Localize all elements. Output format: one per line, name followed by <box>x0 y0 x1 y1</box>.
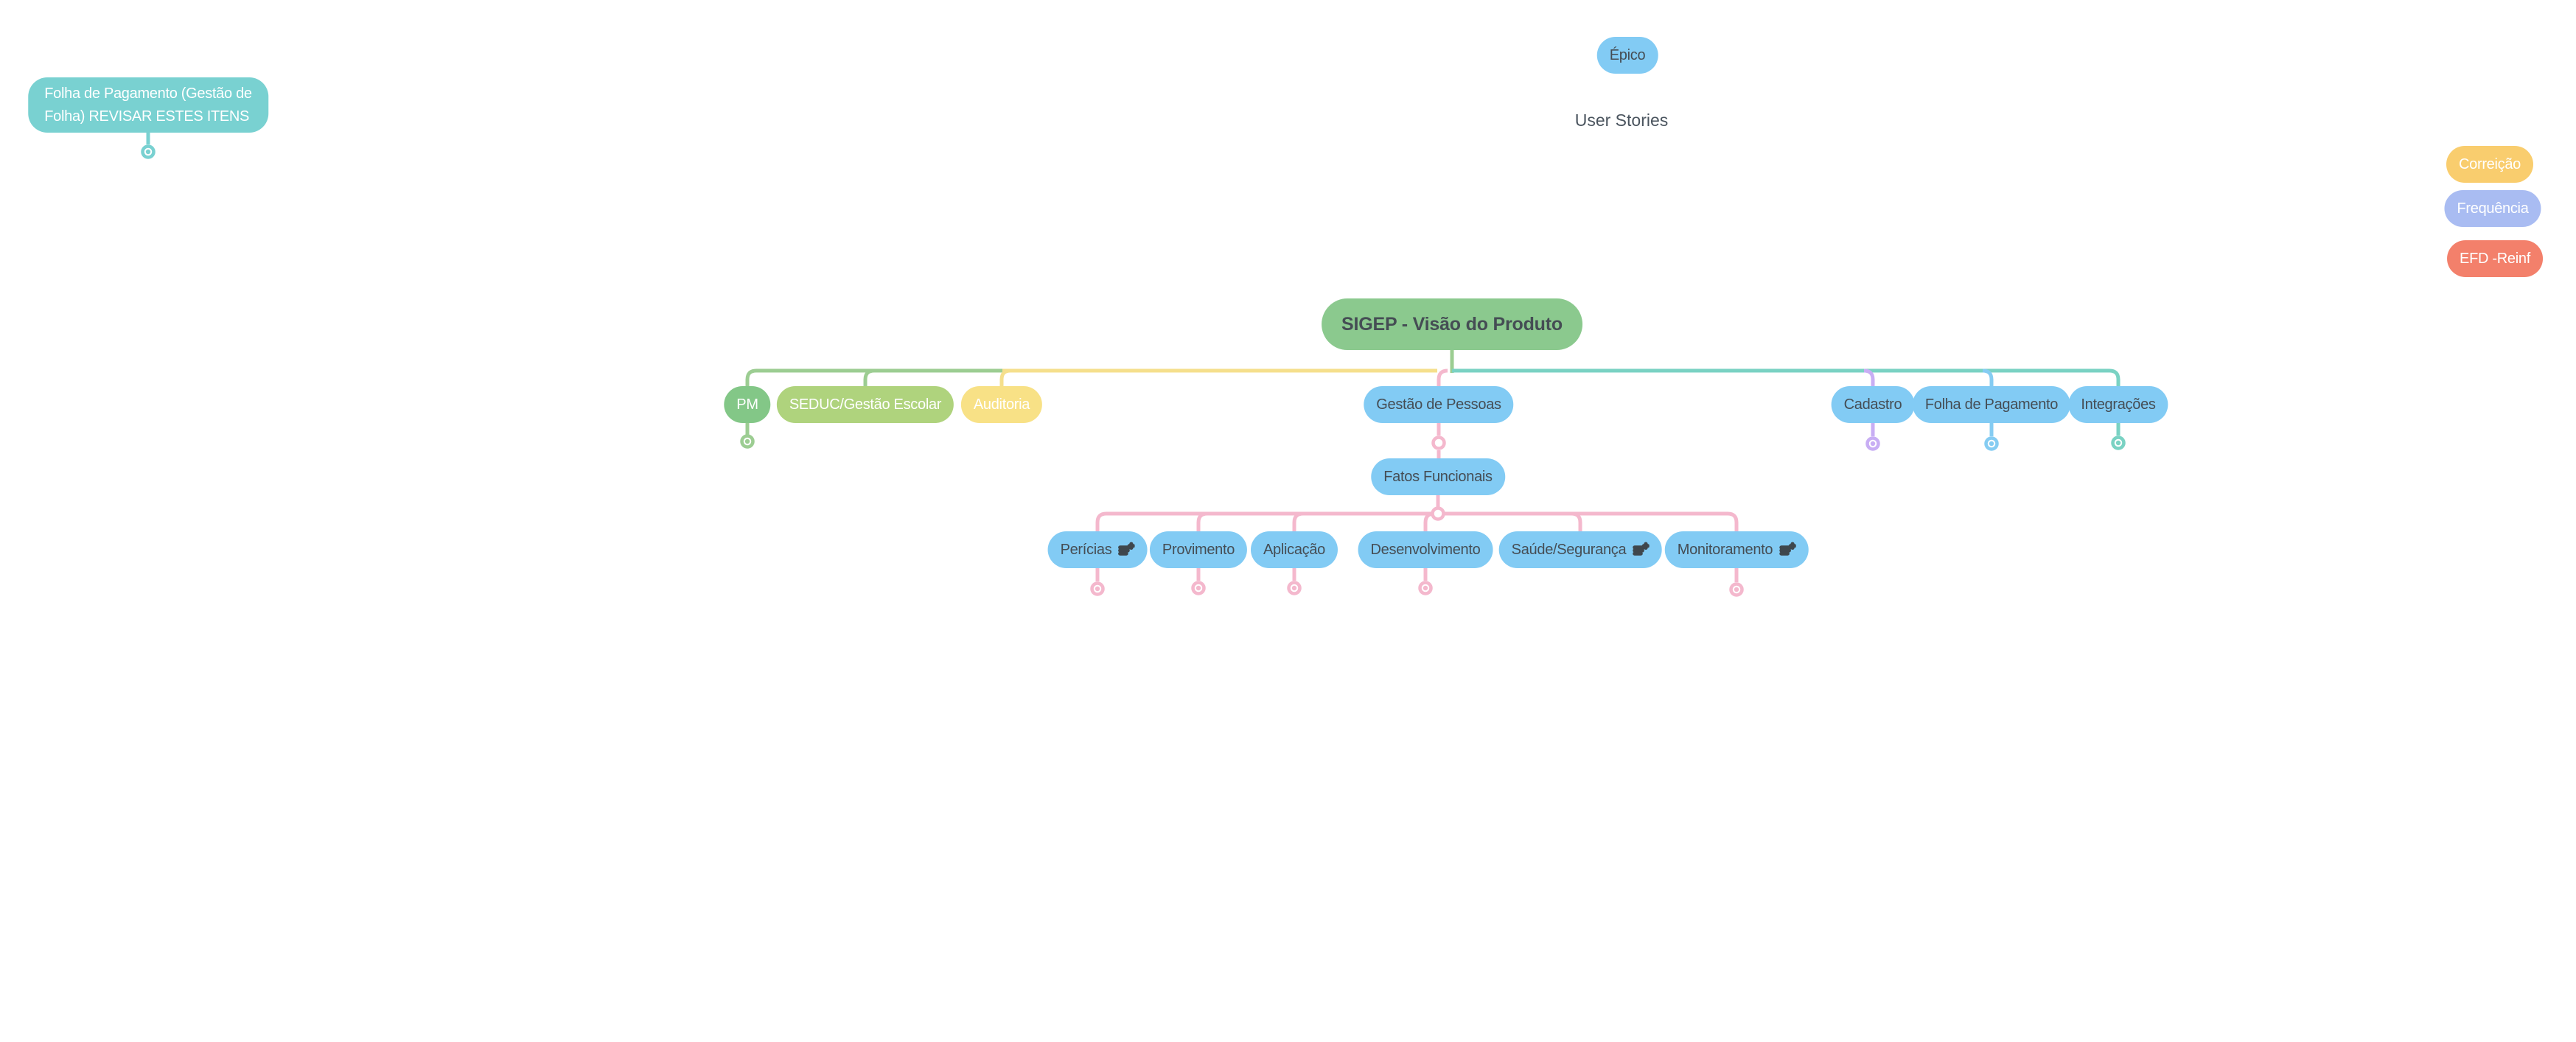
node-pericias[interactable]: Perícias <box>1047 531 1148 568</box>
expand-toggle-aplicacao[interactable] <box>1287 581 1302 595</box>
node-gestao-de-pessoas[interactable]: Gestão de Pessoas <box>1364 386 1514 423</box>
node-seduc-label: SEDUC/Gestão Escolar <box>789 396 942 413</box>
node-aplicacao[interactable]: Aplicação <box>1250 531 1338 568</box>
expand-toggle-folha-revisar[interactable] <box>141 144 156 159</box>
drop-folha-pagamento <box>1982 368 1994 386</box>
node-monitoramento-label: Monitoramento <box>1677 541 1773 558</box>
node-pm-label: PM <box>736 396 758 413</box>
node-monitoramento[interactable]: Monitoramento <box>1664 531 1809 568</box>
expand-toggle-integracoes[interactable] <box>2111 436 2126 450</box>
notes-icon <box>1779 542 1796 556</box>
expand-toggle-monitoramento[interactable] <box>1729 582 1744 597</box>
drop-seduc <box>863 368 875 386</box>
node-folha-revisar[interactable]: Folha de Pagamento (Gestão de Folha) REV… <box>28 77 268 133</box>
node-sigep-root[interactable]: SIGEP - Visão do Produto <box>1322 298 1582 350</box>
legend-correicao-label: Correição <box>2459 155 2521 172</box>
node-seduc-gestao-escolar[interactable]: SEDUC/Gestão Escolar <box>776 386 954 423</box>
node-saude-label: Saúde/Segurança <box>1511 541 1627 558</box>
legend-efd-reinf[interactable]: EFD -Reinf <box>2447 240 2543 277</box>
expand-toggle-pericias[interactable] <box>1090 581 1105 596</box>
node-integracoes-label: Integrações <box>2081 396 2156 413</box>
drop-aplicacao <box>1292 511 1304 531</box>
node-epico-label: Épico <box>1609 46 1646 63</box>
trunk-teal <box>1452 368 2121 386</box>
expand-toggle-provimento[interactable] <box>1191 581 1206 595</box>
expand-toggle-folha-pagamento[interactable] <box>1984 436 1999 451</box>
node-cadastro[interactable]: Cadastro <box>1831 386 1915 423</box>
collapse-toggle-fatos[interactable] <box>1431 506 1445 521</box>
node-desenvolvimento[interactable]: Desenvolvimento <box>1358 531 1493 568</box>
legend-frequencia-label: Frequência <box>2457 200 2529 217</box>
drop-provimento <box>1196 511 1208 531</box>
node-cadastro-label: Cadastro <box>1843 396 1902 413</box>
node-fatos-funcionais[interactable]: Fatos Funcionais <box>1371 458 1505 495</box>
node-folha-de-pagamento[interactable]: Folha de Pagamento <box>1912 386 2071 423</box>
node-saude-seguranca[interactable]: Saúde/Segurança <box>1498 531 1662 568</box>
drop-auditoria <box>999 368 1011 386</box>
expand-toggle-desenvolvimento[interactable] <box>1418 581 1433 595</box>
drop-saude <box>1571 511 1582 531</box>
node-fatos-label: Fatos Funcionais <box>1383 468 1493 485</box>
node-provimento[interactable]: Provimento <box>1149 531 1248 568</box>
trunk-green <box>745 368 1002 386</box>
notes-icon <box>1632 542 1650 556</box>
node-aplicacao-label: Aplicação <box>1263 541 1326 558</box>
legend-efd-reinf-label: EFD -Reinf <box>2460 250 2530 267</box>
node-pm[interactable]: PM <box>724 386 771 423</box>
node-epico[interactable]: Épico <box>1596 37 1658 74</box>
expand-toggle-cadastro[interactable] <box>1865 436 1880 451</box>
trunk-pink <box>1095 511 1739 531</box>
drop-cadastro <box>1863 368 1875 386</box>
node-gestao-label: Gestão de Pessoas <box>1376 396 1501 413</box>
node-integracoes[interactable]: Integrações <box>2068 386 2168 423</box>
node-desenvolvimento-label: Desenvolvimento <box>1370 541 1481 558</box>
notes-icon <box>1117 542 1135 556</box>
node-auditoria[interactable]: Auditoria <box>960 386 1043 423</box>
node-pericias-label: Perícias <box>1060 541 1112 558</box>
node-folha-pagamento-label: Folha de Pagamento <box>1924 396 2059 413</box>
node-folha-revisar-label: Folha de Pagamento (Gestão de Folha) REV… <box>44 85 252 125</box>
label-user-stories: User Stories <box>1574 111 1669 130</box>
node-sigep-root-label: SIGEP - Visão do Produto <box>1341 313 1563 335</box>
drop-gestao <box>1437 368 1448 386</box>
node-provimento-label: Provimento <box>1162 541 1235 558</box>
collapse-toggle-gestao[interactable] <box>1431 436 1446 450</box>
legend-correicao[interactable]: Correição <box>2446 146 2533 183</box>
expand-toggle-pm[interactable] <box>740 434 755 449</box>
legend-frequencia[interactable]: Frequência <box>2444 190 2541 227</box>
node-auditoria-label: Auditoria <box>973 396 1030 413</box>
